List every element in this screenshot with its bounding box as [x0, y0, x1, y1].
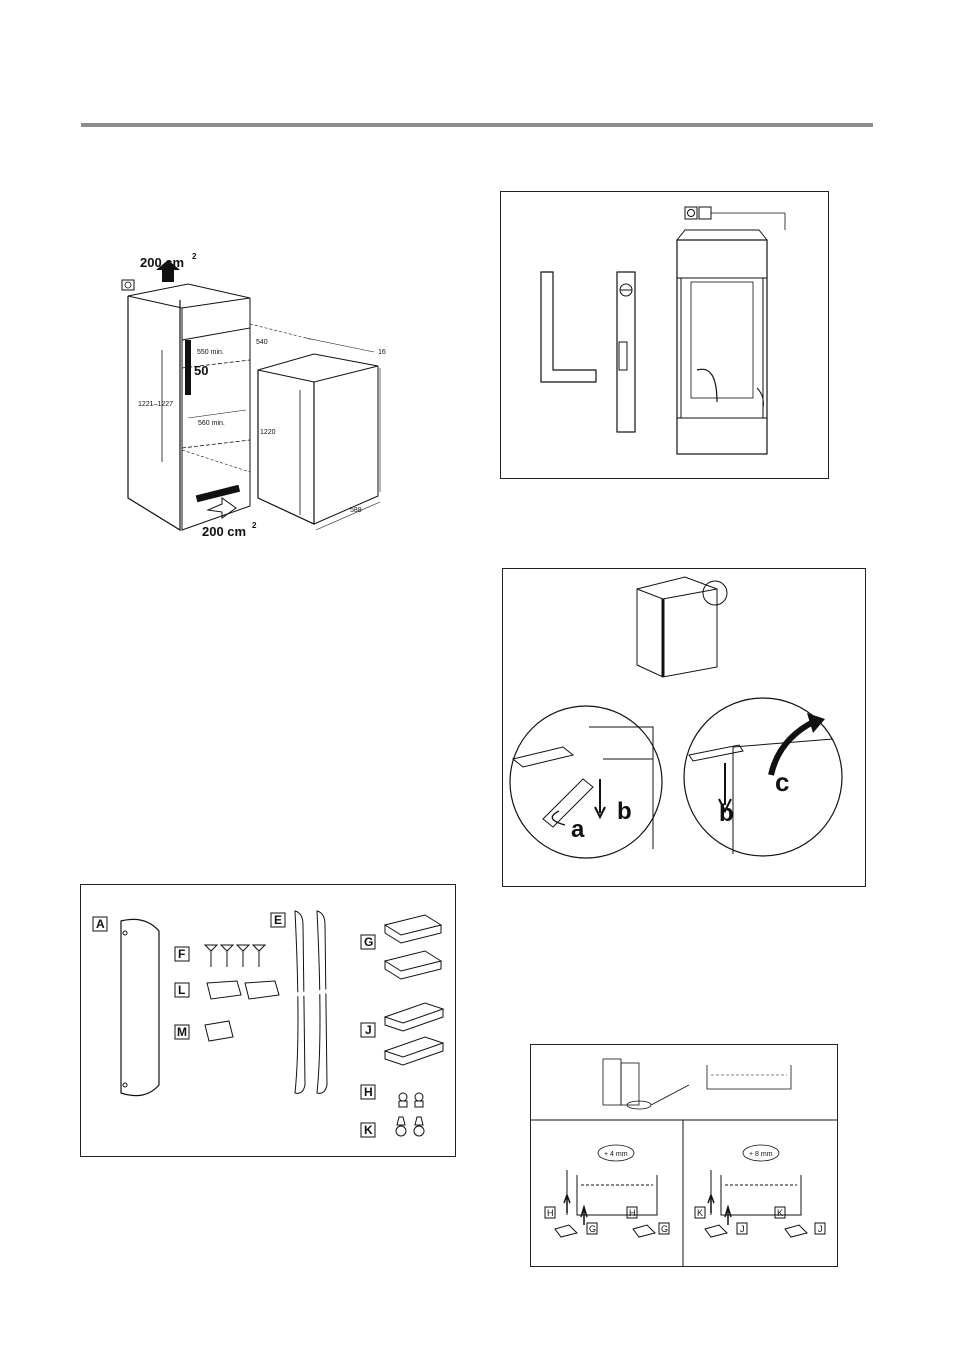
seal-strip-icon: [294, 910, 306, 1094]
vent-bottom-label: 200 cm: [202, 524, 246, 539]
left-h1-label: H: [547, 1208, 554, 1218]
feet-h-icon: [398, 1092, 424, 1108]
dim-1221-label: 1221–1227: [138, 401, 173, 408]
part-m-label: M: [177, 1025, 187, 1039]
screws-icon: [203, 944, 267, 967]
accessories-drawing: A E F L M G J H K: [92, 910, 445, 1138]
right-j2-label: J: [818, 1224, 823, 1234]
spacer-4mm-label: + 4 mm: [604, 1151, 628, 1158]
feet-k-icon: [395, 1116, 425, 1137]
left-g1-label: G: [589, 1224, 596, 1234]
right-k1-label: K: [697, 1208, 703, 1218]
level-square-panel: [500, 191, 829, 479]
installation-dimensions-figure: 200 cm 2 550 min. 50 1221–1227 560 min. …: [121, 252, 386, 539]
part-e-label: E: [274, 913, 282, 927]
vent-bottom-sup: 2: [252, 521, 257, 530]
vent-arrow-bottom-icon: [206, 497, 237, 519]
part-a-label: A: [96, 917, 105, 931]
step-b-label-right: b: [719, 800, 734, 827]
height-adjustment-panel: + 4 mm H G H G + 8 mm K J: [530, 1044, 838, 1267]
detail-circle-left: [509, 705, 663, 859]
door-hinge-panel: a b b c: [502, 568, 866, 887]
dim-560-label: 560 min.: [198, 420, 225, 427]
socket-icon: [684, 206, 698, 220]
right-k2-label: K: [777, 1208, 783, 1218]
part-f-label: F: [178, 947, 185, 961]
cover-strip-icon: [120, 918, 160, 1097]
part-j-label: J: [365, 1023, 372, 1037]
left-g2-label: G: [661, 1224, 668, 1234]
dim-550-label: 550 min.: [197, 349, 224, 356]
dim-1220-label: 1220: [260, 429, 276, 436]
detail-circle-right: [683, 697, 843, 857]
socket-icon: [121, 279, 135, 291]
spacer-8mm-label: + 8 mm: [749, 1151, 773, 1158]
level-square-drawing: [540, 206, 786, 455]
vent-arrow-up-icon: [156, 260, 180, 282]
vent-top-sup: 2: [192, 252, 197, 261]
part-g-label: G: [364, 935, 373, 949]
switch-icon: [698, 206, 712, 220]
step-b-label-left: b: [617, 798, 632, 825]
spirit-level-icon: [616, 271, 636, 433]
accessories-panel: A E F L M G J H K: [80, 884, 456, 1157]
set-square-icon: [540, 271, 597, 383]
dim-588-label: 588: [350, 507, 362, 514]
header-rule: [81, 123, 873, 127]
dim-50-label: 50: [194, 363, 208, 378]
part-k-label: K: [364, 1123, 373, 1137]
left-h2-label: H: [629, 1208, 636, 1218]
height-adjustment-drawing: + 4 mm H G H G + 8 mm K J: [531, 1058, 837, 1266]
part-l-label: L: [178, 983, 185, 997]
dim-16-label: 16: [378, 349, 386, 356]
door-hinge-drawing: a b b c: [509, 576, 843, 859]
right-j1-label: J: [740, 1224, 745, 1234]
vent-top-label: 200 cm: [140, 255, 184, 270]
part-h-label: H: [364, 1085, 373, 1099]
step-a-label: a: [571, 816, 585, 843]
dim-540-label: 540: [256, 339, 268, 346]
step-c-label: c: [775, 767, 789, 797]
